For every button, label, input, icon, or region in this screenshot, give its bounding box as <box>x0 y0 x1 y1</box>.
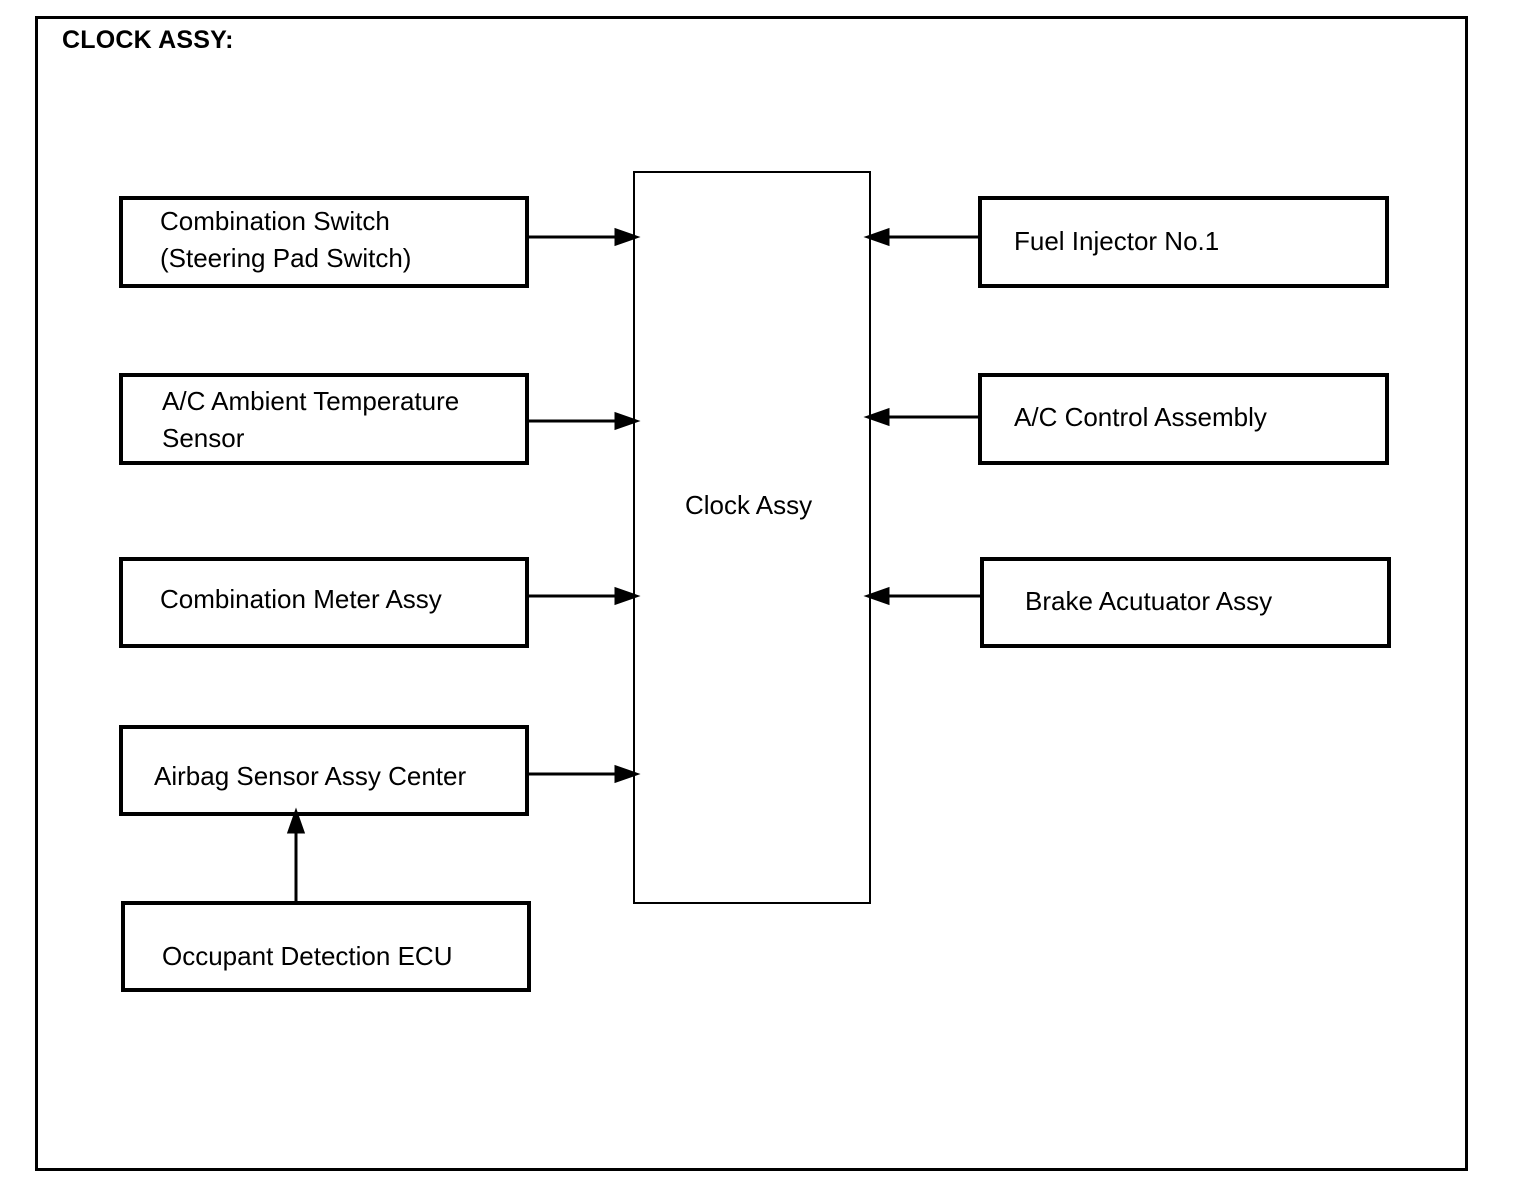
combination-meter-assy-label: Combination Meter Assy <box>160 584 442 614</box>
airbag-sensor-assy-center-box: Airbag Sensor Assy Center <box>119 725 529 816</box>
clock-assy-label: Clock Assy <box>685 490 813 520</box>
ac-ambient-temp-sensor-label-line2: Sensor <box>162 423 245 453</box>
brake-actuator-assy-label: Brake Acutuator Assy <box>1025 586 1273 616</box>
combination-switch-label-line2: (Steering Pad Switch) <box>160 243 412 273</box>
fuel-injector-label: Fuel Injector No.1 <box>1014 226 1220 256</box>
fuel-injector-box: Fuel Injector No.1 <box>978 196 1389 288</box>
occupant-detection-ecu-label: Occupant Detection ECU <box>162 941 453 971</box>
combination-switch-box: Combination Switch (Steering Pad Switch) <box>119 196 529 288</box>
ac-control-assembly-box: A/C Control Assembly <box>978 373 1389 465</box>
diagram-title: CLOCK ASSY: <box>62 26 234 54</box>
brake-actuator-assy-box: Brake Acutuator Assy <box>980 557 1391 648</box>
combination-meter-assy-box: Combination Meter Assy <box>119 557 529 648</box>
airbag-sensor-assy-center-label: Airbag Sensor Assy Center <box>154 761 467 791</box>
combination-switch-label-line1: Combination Switch <box>160 206 390 236</box>
clock-assy-box: Clock Assy <box>633 171 871 904</box>
ac-control-assembly-label: A/C Control Assembly <box>1014 402 1267 432</box>
diagram-frame <box>35 16 1468 1171</box>
ac-ambient-temp-sensor-label-line1: A/C Ambient Temperature <box>162 386 460 416</box>
ac-ambient-temp-sensor-box: A/C Ambient Temperature Sensor <box>119 373 529 465</box>
occupant-detection-ecu-box: Occupant Detection ECU <box>121 901 531 992</box>
